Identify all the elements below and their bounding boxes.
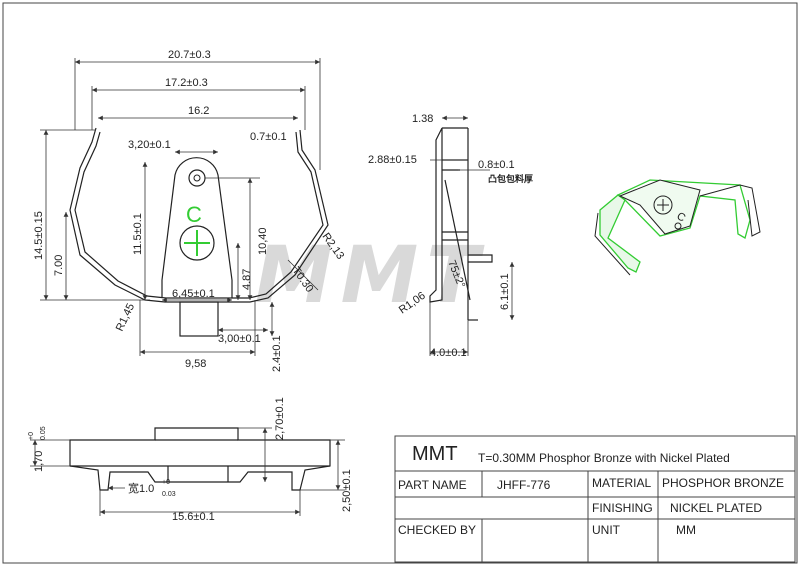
dim-left-height: 1,70	[33, 451, 45, 472]
dim-lower-height: 7.00	[53, 255, 65, 276]
title-block: MMT T=0.30MM Phosphor Bronze with Nickel…	[394, 435, 796, 563]
finishing-value: NICKEL PLATED	[670, 501, 762, 515]
plus-circle	[179, 225, 215, 261]
dim-tab-width: 3,20±0.1	[128, 139, 171, 151]
dim-foot-width: 3,00±0.1	[218, 333, 261, 345]
dim-slot-tol-bot: 0.03	[162, 491, 176, 498]
part-name-value: JHFF-776	[497, 478, 551, 492]
dim-overall-width: 20.7±0.3	[168, 49, 211, 61]
dim-bump-depth: 0.8±0.1	[478, 159, 515, 171]
company-name: MMT	[412, 443, 458, 465]
dim-bottom-width: 15.6±0.1	[172, 511, 215, 523]
dim-span: 16.2	[188, 105, 209, 117]
material-spec: T=0.30MM Phosphor Bronze with Nickel Pla…	[478, 451, 730, 465]
dim-base-span: 9,58	[185, 358, 206, 370]
dim-base-width: 6,45±0.1	[172, 288, 215, 300]
dim-left-tol-top: +0	[28, 432, 35, 440]
dim-bottom-height: 2,70±0.1	[274, 397, 286, 440]
tab-hole	[188, 169, 206, 187]
unit-label: UNIT	[592, 523, 621, 537]
polarity-c-mark: C	[186, 202, 202, 227]
dim-tab-height: 11.5±0.1	[132, 213, 144, 255]
material-label: MATERIAL	[592, 476, 651, 490]
front-foot	[179, 301, 219, 337]
checked-by-label: CHECKED BY	[398, 523, 476, 537]
dim-tab-offset: 0.7±0.1	[250, 131, 287, 143]
front-view: C 20.7±0.3 17.2±0.3 16.2 3,20±0.1 0.7±0.…	[33, 49, 346, 372]
material-value: PHOSPHOR BRONZE	[662, 476, 784, 490]
iso-view: C	[594, 179, 761, 276]
dim-left-tol-bot: 0.05	[40, 426, 47, 440]
dim-center-height: 10,40	[257, 227, 269, 255]
dim-bump-height: 2.88±0.15	[368, 154, 417, 166]
dim-foot-height: 2.4±0.1	[271, 335, 283, 372]
bottom-view: 1,70 +0 0.05 2,70±0.1 宽1.0 +0 0.03 15.6±…	[28, 397, 353, 523]
finishing-label: FINISHING	[592, 501, 653, 515]
part-name-label: PART NAME	[398, 478, 467, 492]
dim-center-small: 4.87	[241, 269, 253, 290]
dim-side-depth: 4.0±0.1	[430, 347, 467, 359]
dim-height: 14.5±0.15	[33, 211, 45, 260]
dim-top-width: 1.38	[412, 113, 433, 125]
dim-slot-tol-top: +0	[162, 479, 170, 486]
dim-slot-width: 宽1.0	[128, 481, 154, 495]
note-bump-material: 凸包包料厚	[488, 173, 533, 185]
dim-radius-left: R1,45	[114, 302, 137, 334]
dim-inner-width: 17.2±0.3	[165, 77, 208, 89]
dim-side-height: 6.1±0.1	[499, 273, 511, 310]
dim-leg-height: 2,50±0.1	[341, 469, 353, 512]
unit-value: MM	[676, 523, 696, 537]
